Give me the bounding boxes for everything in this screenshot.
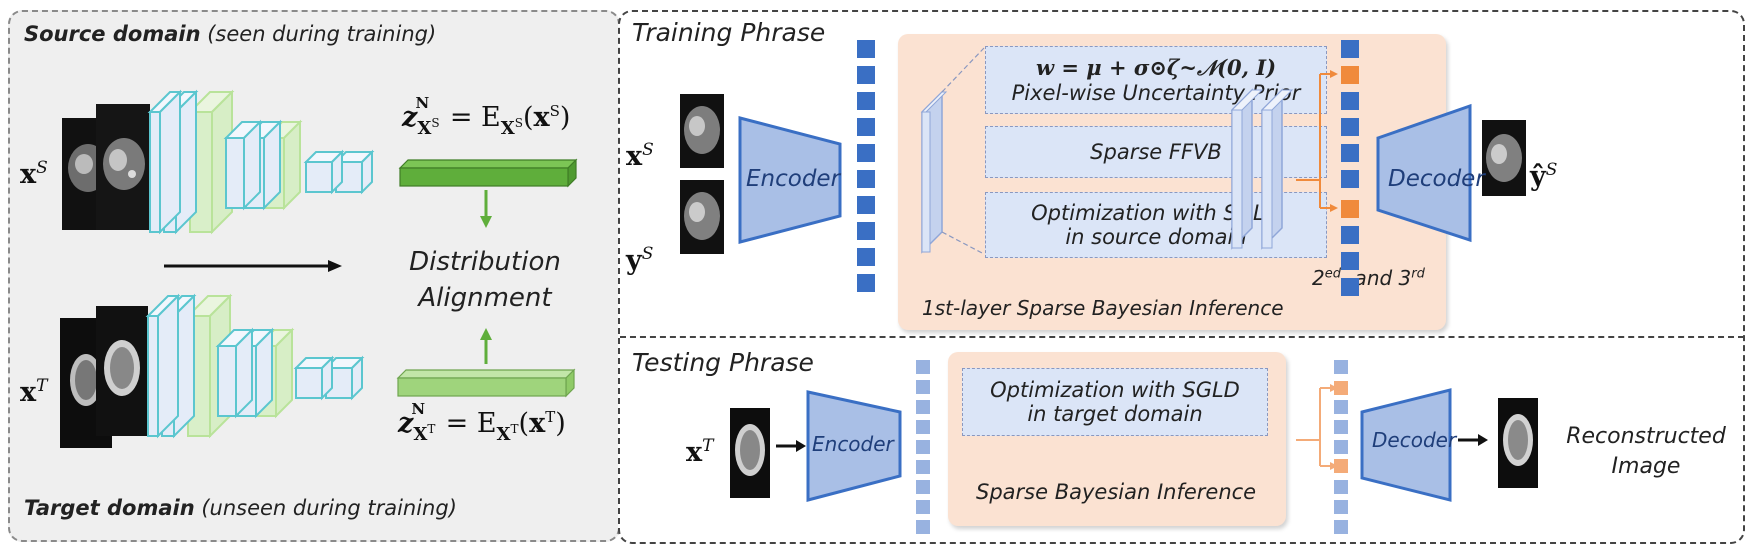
reconstructed-image-label: Reconstructed Image xyxy=(1566,424,1726,479)
training-output-image xyxy=(1482,120,1526,196)
source-input-label: xS xyxy=(20,158,48,190)
training-x-label: xS xyxy=(626,140,654,172)
encoder-cubes-illustration xyxy=(60,89,578,448)
testing-inference-label: Sparse Bayesian Inference xyxy=(976,480,1257,504)
source-feature-bar xyxy=(398,158,578,188)
target-domain-heading: Target domain (unseen during training) xyxy=(24,496,457,520)
domain-alignment-panel xyxy=(8,10,620,542)
testing-encoder-label: Encoder xyxy=(812,432,894,456)
source-domain-heading: Source domain (seen during training) xyxy=(24,22,437,46)
second-third-layer-slabs xyxy=(1230,88,1294,250)
testing-decoder xyxy=(1360,388,1452,502)
training-yhat-label: ŷS xyxy=(1530,160,1558,192)
target-latent-equation: zXTN = EXT(xT) xyxy=(398,400,566,445)
source-ct-slices xyxy=(62,104,150,230)
testing-decoder-label: Decoder xyxy=(1372,428,1457,452)
testing-input-arrow xyxy=(776,440,806,452)
target-feature-bar xyxy=(396,368,576,398)
sgld-target-box: Optimization with SGLD in target domain xyxy=(962,368,1268,436)
source-latent-equation: zXSN = EXS(xS) xyxy=(402,94,571,139)
training-encoder-features xyxy=(857,40,875,292)
testing-input-image xyxy=(730,408,770,498)
target-input-label: xT xyxy=(20,376,48,408)
testing-x-label: xT xyxy=(686,436,714,468)
training-highlight-branch xyxy=(1296,70,1338,212)
testing-output-arrow xyxy=(1458,434,1488,446)
pipeline-illustration xyxy=(680,40,1538,534)
first-layer-slab xyxy=(920,47,985,255)
testing-encoder-features xyxy=(916,360,930,534)
domain-shift-arrow xyxy=(164,260,342,272)
target-ct-slices xyxy=(60,306,148,448)
training-encoder-label: Encoder xyxy=(746,166,841,192)
training-y-label: yS xyxy=(626,244,654,276)
distribution-alignment-label: Distribution Alignment xyxy=(409,247,561,313)
phase-divider xyxy=(620,336,1744,338)
target-encoder-cubes xyxy=(145,293,365,439)
training-decoder-label: Decoder xyxy=(1388,166,1485,192)
testing-encoder xyxy=(806,390,902,502)
first-layer-inference-label: 1st-layer Sparse Bayesian Inference xyxy=(922,296,1284,320)
training-encoder xyxy=(738,116,842,244)
testing-decoder-features xyxy=(1334,360,1348,534)
testing-highlight-branch xyxy=(1296,384,1338,470)
testing-phase-title: Testing Phrase xyxy=(632,348,814,377)
alignment-arrows xyxy=(480,190,492,364)
training-phase-title: Training Phrase xyxy=(632,18,826,47)
source-encoder-cubes xyxy=(147,89,375,235)
testing-output-image xyxy=(1498,398,1538,488)
training-source-image xyxy=(680,94,724,254)
training-decoder-features xyxy=(1341,40,1359,296)
training-decoder xyxy=(1376,103,1472,243)
